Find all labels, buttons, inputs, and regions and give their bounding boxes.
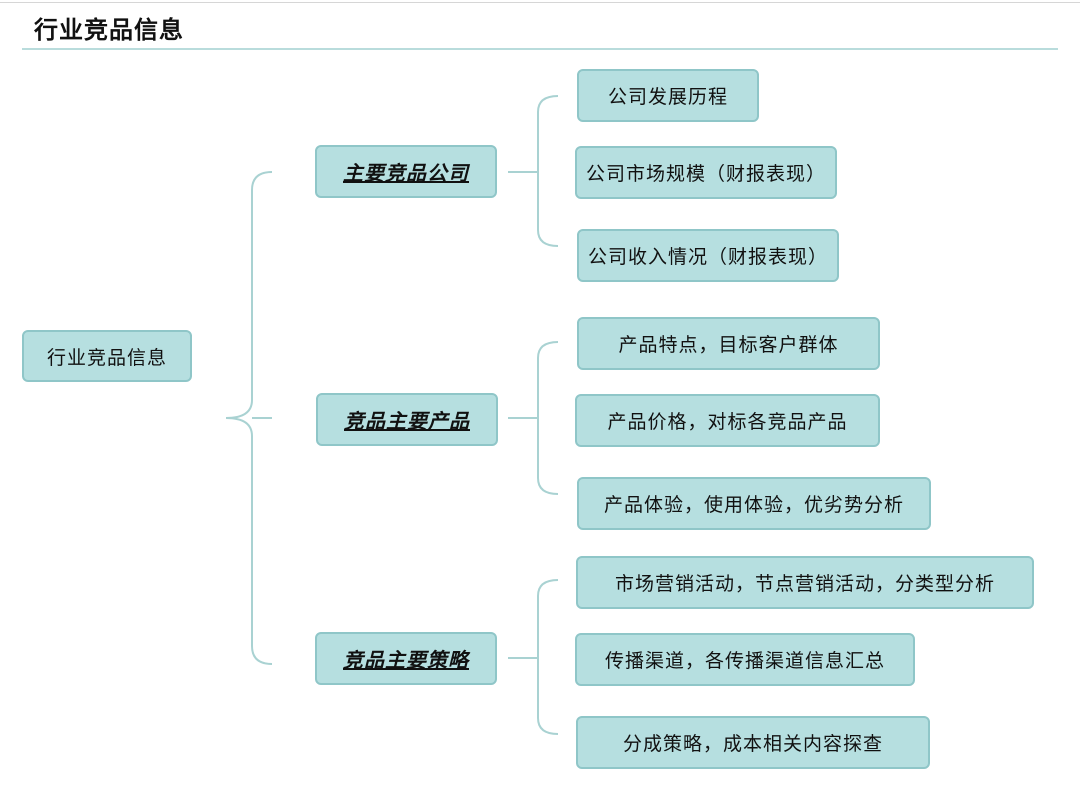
branch-1-bracket	[537, 95, 559, 247]
branch-node-companies: 主要竞品公司	[315, 145, 497, 198]
leaf-strategy-revenue-share: 分成策略，成本相关内容探查	[576, 716, 930, 769]
leaf-product-features: 产品特点，目标客户群体	[577, 317, 880, 370]
title-underline	[22, 48, 1058, 50]
branch-node-strategies: 竞品主要策略	[315, 632, 497, 685]
branch-node-products: 竞品主要产品	[316, 393, 498, 446]
leaf-strategy-channels: 传播渠道，各传播渠道信息汇总	[575, 633, 915, 686]
branch-2-bracket	[537, 341, 559, 495]
leaf-company-revenue: 公司收入情况（财报表现）	[577, 229, 839, 282]
branch-3-bracket	[537, 579, 559, 735]
leaf-company-history: 公司发展历程	[577, 69, 759, 122]
root-bracket-lower	[225, 417, 273, 665]
root-bracket	[225, 171, 273, 419]
leaf-company-market-scale: 公司市场规模（财报表现）	[575, 146, 837, 199]
leaf-product-price: 产品价格，对标各竞品产品	[575, 394, 880, 447]
leaf-strategy-marketing: 市场营销活动，节点营销活动，分类型分析	[576, 556, 1034, 609]
page-title: 行业竞品信息	[34, 16, 184, 44]
root-node: 行业竞品信息	[22, 330, 192, 382]
top-border-line	[0, 2, 1080, 3]
leaf-product-experience: 产品体验，使用体验，优劣势分析	[577, 477, 931, 530]
